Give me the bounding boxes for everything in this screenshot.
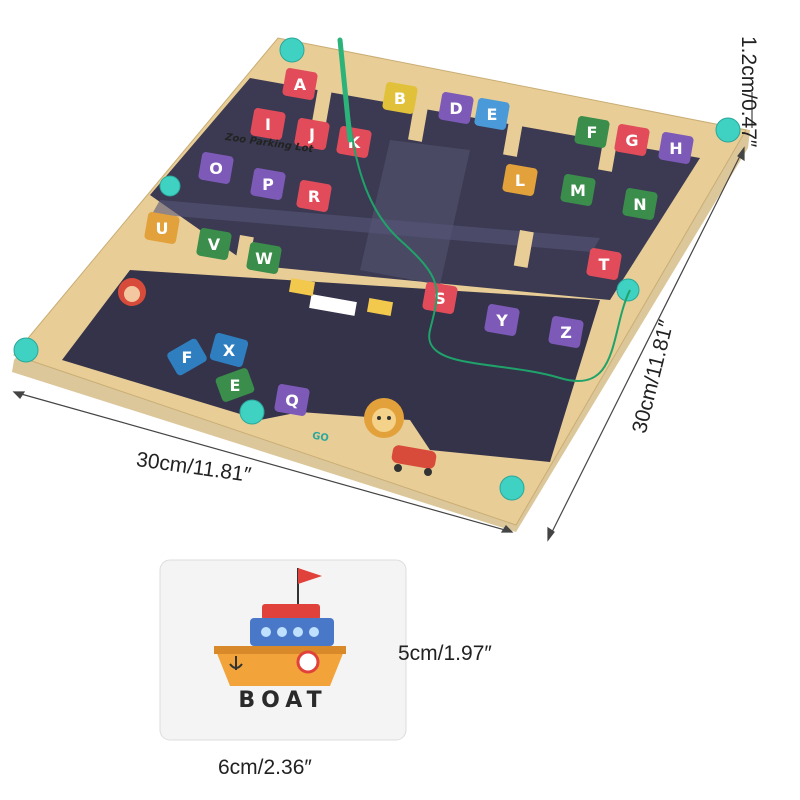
tile-f: F bbox=[574, 116, 610, 148]
slot-dividers bbox=[233, 88, 619, 273]
dimension-card-height: 5cm/1.97″ bbox=[398, 642, 492, 665]
tile-p: P bbox=[250, 168, 286, 200]
tile-h-letter: H bbox=[669, 139, 682, 158]
tile-o: O bbox=[198, 152, 234, 184]
dimension-board-depth: 1.2cm/0.47″ bbox=[737, 36, 760, 148]
corner-caps bbox=[13, 37, 741, 501]
monkey-sticker bbox=[118, 278, 146, 306]
tile-w: W bbox=[246, 242, 282, 274]
svg-text:F: F bbox=[182, 348, 193, 367]
tile-l-letter: L bbox=[515, 171, 525, 190]
tile-a: A bbox=[282, 68, 318, 100]
loose-tile-x: X bbox=[209, 332, 249, 368]
loose-tiles: F X E bbox=[167, 332, 255, 402]
tile-f-letter: F bbox=[587, 123, 598, 142]
tile-v: V bbox=[196, 228, 232, 260]
tile-r: R bbox=[296, 180, 332, 212]
tile-b: B bbox=[382, 82, 418, 114]
tile-h: H bbox=[658, 132, 694, 164]
tile-g-letter: G bbox=[625, 131, 638, 150]
lion-sticker bbox=[364, 398, 404, 438]
loose-tile-f: F bbox=[167, 338, 207, 376]
letter-tiles: A B D E F G H I J K L M N O P Q R S T U … bbox=[144, 68, 694, 416]
dimension-lines bbox=[12, 92, 753, 542]
tile-s: S bbox=[422, 282, 458, 314]
boat-illustration bbox=[214, 568, 346, 686]
tile-w-letter: W bbox=[255, 249, 273, 268]
tile-e-letter: E bbox=[487, 105, 498, 124]
tile-z-letter: Z bbox=[560, 323, 572, 342]
svg-text:E: E bbox=[230, 376, 241, 395]
tile-j: J bbox=[294, 118, 330, 150]
tile-g: G bbox=[614, 124, 650, 156]
dimension-card-width: 6cm/2.36″ bbox=[218, 756, 312, 779]
tile-m-letter: M bbox=[570, 181, 586, 200]
tile-t-letter: T bbox=[599, 255, 610, 274]
tile-z: Z bbox=[548, 316, 584, 348]
tile-b-letter: B bbox=[394, 89, 406, 108]
tile-q-letter: Q bbox=[285, 391, 299, 410]
tile-n: N bbox=[622, 188, 658, 220]
tile-d: D bbox=[438, 92, 474, 124]
car-sticker bbox=[391, 445, 437, 476]
tile-l: L bbox=[502, 164, 538, 196]
loose-tile-e: E bbox=[215, 368, 255, 402]
tile-d-letter: D bbox=[449, 99, 462, 118]
tile-q: Q bbox=[274, 384, 310, 416]
tile-i: I bbox=[250, 108, 286, 140]
tile-a-letter: A bbox=[294, 75, 307, 94]
tile-o-letter: O bbox=[209, 159, 223, 178]
anchor-icon bbox=[229, 656, 243, 670]
tile-y: Y bbox=[484, 304, 520, 336]
tile-u: U bbox=[144, 212, 180, 244]
tile-i-letter: I bbox=[265, 115, 271, 134]
tile-t: T bbox=[586, 248, 622, 280]
tile-u-letter: U bbox=[156, 219, 169, 238]
wand bbox=[337, 37, 353, 143]
checkered-flags bbox=[288, 278, 394, 316]
tile-p-letter: P bbox=[262, 175, 274, 194]
tile-e: E bbox=[474, 98, 510, 130]
wand-string bbox=[341, 55, 631, 382]
tile-j-letter: J bbox=[308, 125, 315, 144]
tile-r-letter: R bbox=[308, 187, 320, 206]
crossroad bbox=[360, 140, 470, 285]
tile-s-letter: S bbox=[434, 289, 446, 308]
svg-text:X: X bbox=[223, 341, 236, 360]
tile-v-letter: V bbox=[208, 235, 221, 254]
parking-area bbox=[62, 270, 600, 462]
road-strip bbox=[152, 200, 600, 252]
card-word: BOAT bbox=[238, 688, 328, 713]
tile-y-letter: Y bbox=[495, 311, 508, 330]
tile-m: M bbox=[560, 174, 596, 206]
tile-n-letter: N bbox=[633, 195, 646, 214]
